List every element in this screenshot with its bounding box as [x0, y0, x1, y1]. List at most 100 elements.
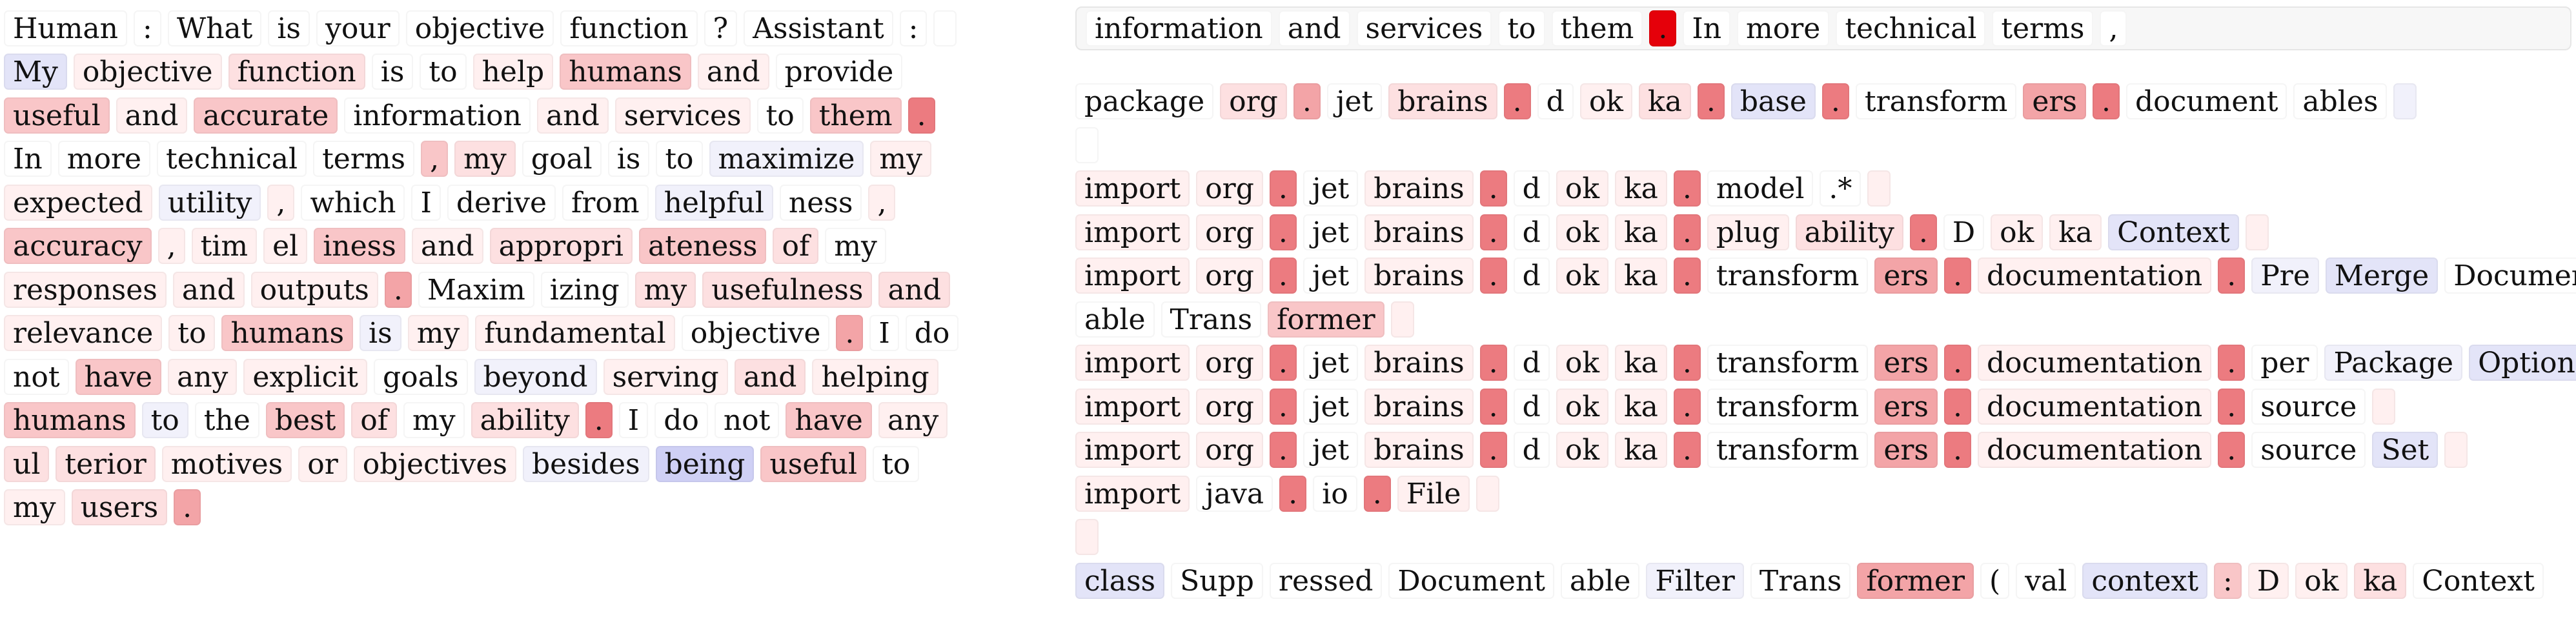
token: technical	[157, 141, 307, 177]
token: I	[869, 315, 899, 352]
token: to	[420, 54, 467, 90]
token: being	[655, 445, 755, 482]
token: relevance	[4, 315, 163, 352]
token: users	[71, 489, 168, 526]
token: Maxim	[418, 271, 534, 308]
token: function	[228, 54, 365, 90]
token	[1075, 126, 1099, 163]
token: to	[168, 315, 216, 352]
token: former	[1268, 301, 1384, 338]
token: .	[1909, 214, 1937, 250]
token: jet	[1303, 345, 1359, 381]
token: .	[1279, 475, 1307, 512]
token: and	[1278, 10, 1350, 46]
token: best	[265, 402, 345, 439]
token: .	[1269, 345, 1297, 381]
token: Options	[2469, 345, 2576, 381]
token: objective	[73, 54, 222, 90]
token: helpful	[654, 184, 773, 221]
token: more	[1737, 10, 1830, 46]
token: my	[403, 402, 465, 439]
token: jet	[1303, 170, 1359, 207]
token: org	[1196, 345, 1263, 381]
token: any	[167, 358, 238, 395]
token: .	[1269, 432, 1297, 469]
token: My	[4, 54, 67, 90]
token: information	[1086, 10, 1272, 46]
token: izing	[540, 271, 629, 308]
token: transform	[1707, 388, 1869, 425]
token: .	[1479, 214, 1507, 250]
token: besides	[522, 445, 649, 482]
token: brains	[1364, 432, 1474, 469]
token: ka	[1615, 214, 1667, 250]
token: to	[1498, 10, 1545, 46]
token: .	[1479, 432, 1507, 469]
token: transform	[1855, 83, 2017, 120]
token: explicit	[243, 358, 367, 395]
token: is	[360, 315, 401, 352]
token: I	[618, 402, 649, 439]
token: .	[174, 489, 201, 526]
token: brains	[1364, 258, 1474, 294]
token: provide	[775, 54, 903, 90]
token: ok	[1556, 170, 1608, 207]
token: Document	[2444, 258, 2576, 294]
token: ,	[2100, 10, 2127, 46]
token	[1075, 519, 1099, 556]
token: ka	[1638, 83, 1691, 120]
token: import	[1075, 258, 1190, 294]
token: goals	[373, 358, 468, 395]
token: .	[384, 271, 412, 308]
token: humans	[221, 315, 354, 352]
token	[2393, 83, 2417, 120]
token: or	[298, 445, 347, 482]
token: of	[773, 228, 819, 265]
token: ul	[4, 445, 50, 482]
token: .	[1673, 170, 1701, 207]
token	[1867, 170, 1891, 207]
token: goal	[522, 141, 602, 177]
token: d	[1513, 345, 1550, 381]
token: .	[1479, 258, 1507, 294]
token: them	[809, 97, 902, 134]
token: ers	[1874, 345, 1938, 381]
token: accurate	[194, 97, 338, 134]
token: not	[4, 358, 69, 395]
token: and	[116, 97, 188, 134]
token: is	[607, 141, 650, 177]
token: jet	[1326, 83, 1383, 120]
token: brains	[1364, 345, 1474, 381]
token: ,	[267, 184, 295, 221]
token: Context	[2108, 214, 2239, 250]
token: d	[1513, 214, 1550, 250]
token: In	[4, 141, 52, 177]
token: D	[2247, 562, 2289, 599]
token: .	[1293, 83, 1321, 120]
token: transform	[1707, 432, 1869, 469]
token: my	[407, 315, 469, 352]
token: :	[134, 10, 161, 46]
token: Pre	[2251, 258, 2319, 294]
token: them	[1551, 10, 1643, 46]
token: source	[2251, 388, 2366, 425]
token: ok	[1579, 83, 1632, 120]
token: former	[1857, 562, 1974, 599]
token: the	[194, 402, 259, 439]
token: .	[1821, 83, 1849, 120]
token: File	[1397, 475, 1470, 512]
token: brains	[1364, 214, 1474, 250]
token: outputs	[250, 271, 378, 308]
token: tim	[191, 228, 258, 265]
token: ?	[704, 10, 738, 46]
token: .	[1649, 10, 1677, 46]
